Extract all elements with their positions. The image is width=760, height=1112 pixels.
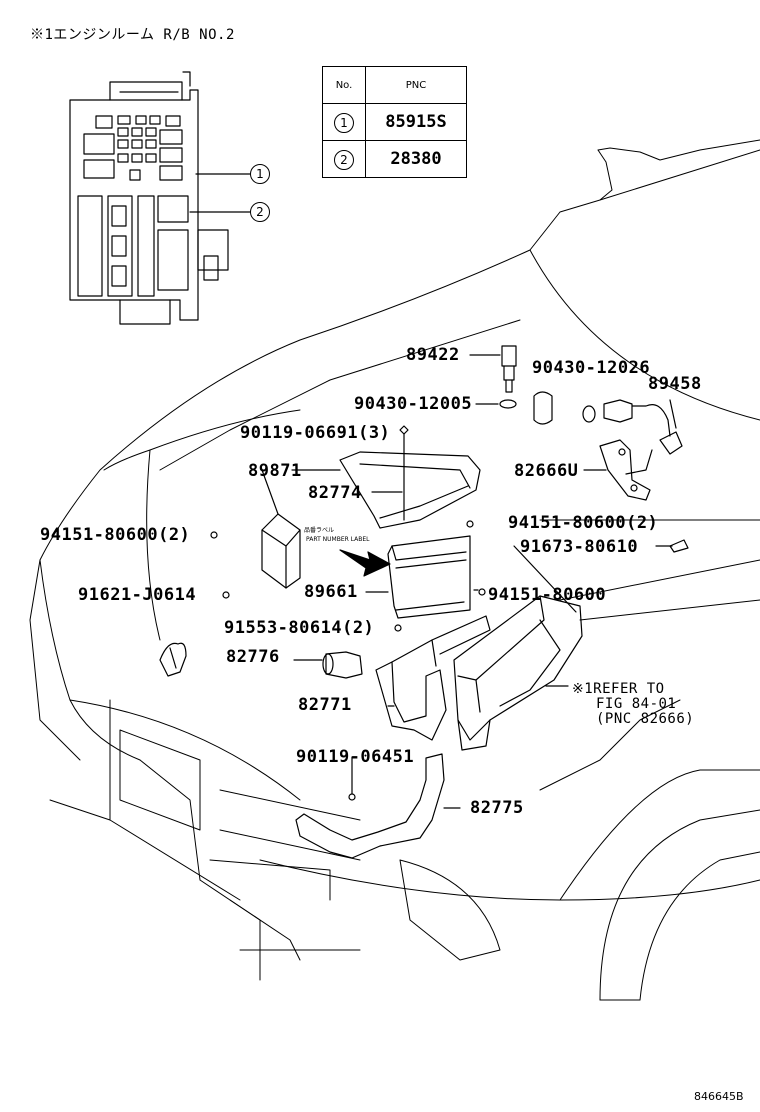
part-label-91621-j0614: 91621-J0614 <box>78 585 197 605</box>
part-label-82771: 82771 <box>298 695 352 715</box>
part-label-94151-80600-2-left: 94151-80600(2) <box>40 525 191 545</box>
figure-id: 846645B <box>694 1090 744 1103</box>
pnc-row-no: 2 <box>334 149 354 170</box>
relay-block-drawing <box>69 71 251 325</box>
part-label-90119-06691: 90119-06691(3) <box>240 423 391 443</box>
pnc-table: No. PNC 1 85915S 2 28380 <box>322 66 467 178</box>
pnc-row: 2 28380 <box>322 140 467 178</box>
part-label-82776: 82776 <box>226 647 280 667</box>
part-label-82666u: 82666U <box>514 461 579 481</box>
pnc-row-no: 1 <box>334 112 354 133</box>
part-label-82774: 82774 <box>308 483 362 503</box>
part-label-89458: 89458 <box>648 374 702 394</box>
label-tag-line2: PART NUMBER LABEL <box>306 536 370 543</box>
part-label-90430-12026: 90430-12026 <box>532 358 651 378</box>
components-drawing <box>210 345 689 859</box>
part-label-89871: 89871 <box>248 461 302 481</box>
refer-note-line2: FIG 84-01 <box>596 696 677 712</box>
refer-note-line3: (PNC 82666) <box>596 711 695 727</box>
pnc-col-no: No. <box>322 66 366 104</box>
part-label-90430-12005: 90430-12005 <box>354 394 473 414</box>
pnc-row: 1 85915S <box>322 103 467 141</box>
pnc-row-value: 85915S <box>385 112 447 132</box>
part-label-82775: 82775 <box>470 798 524 818</box>
header-title: ※1エンジンルーム R/B NO.2 <box>30 27 235 43</box>
part-label-94151-80600: 94151-80600 <box>488 585 607 605</box>
callout-2: 2 <box>250 202 270 222</box>
label-tag-line1: 品番ラベル <box>304 527 335 534</box>
pnc-table-header: No. PNC <box>322 66 467 104</box>
part-label-94151-80600-2-right: 94151-80600(2) <box>508 513 659 533</box>
pnc-col-pnc: PNC <box>365 66 467 104</box>
part-label-91553-80614: 91553-80614(2) <box>224 618 375 638</box>
part-label-90119-06451: 90119-06451 <box>296 747 415 767</box>
part-label-89661: 89661 <box>304 582 358 602</box>
part-label-91673-80610: 91673-80610 <box>520 537 639 557</box>
pnc-row-value: 28380 <box>390 149 442 169</box>
callout-1: 1 <box>250 164 270 184</box>
vehicle-body-outline <box>29 139 760 1001</box>
part-label-89422: 89422 <box>406 345 460 365</box>
refer-note-line1: ※1REFER TO <box>572 681 665 697</box>
emblem-drawing <box>159 642 187 677</box>
